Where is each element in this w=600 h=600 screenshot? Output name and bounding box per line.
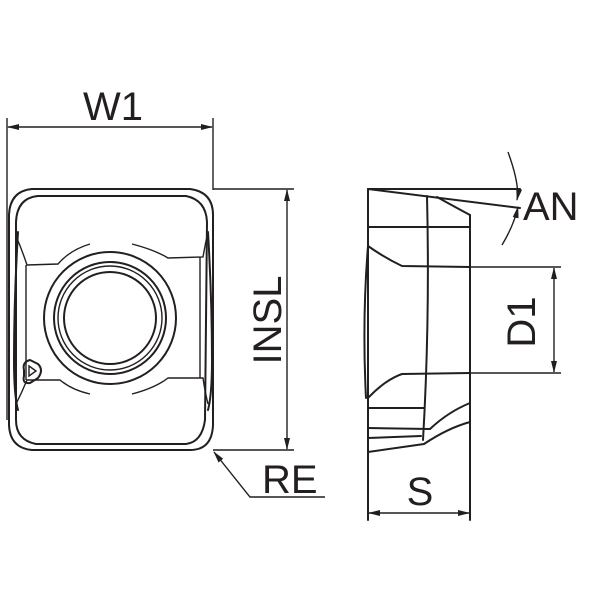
side-view (363, 188, 521, 521)
front-view (8, 188, 214, 451)
an-label: AN (523, 185, 579, 229)
insl-label: INSL (246, 276, 290, 365)
insl-dimension: INSL (213, 188, 294, 451)
triangle-mark-icon (22, 359, 42, 385)
s-label: S (407, 470, 434, 514)
an-dimension: AN (501, 151, 579, 246)
d1-dimension: D1 (470, 266, 561, 374)
s-dimension: S (368, 470, 470, 516)
re-dimension: RE (213, 451, 325, 502)
w1-dimension: W1 (6, 85, 214, 420)
w1-label: W1 (83, 85, 143, 129)
d1-label: D1 (500, 296, 544, 347)
re-label: RE (262, 458, 318, 502)
